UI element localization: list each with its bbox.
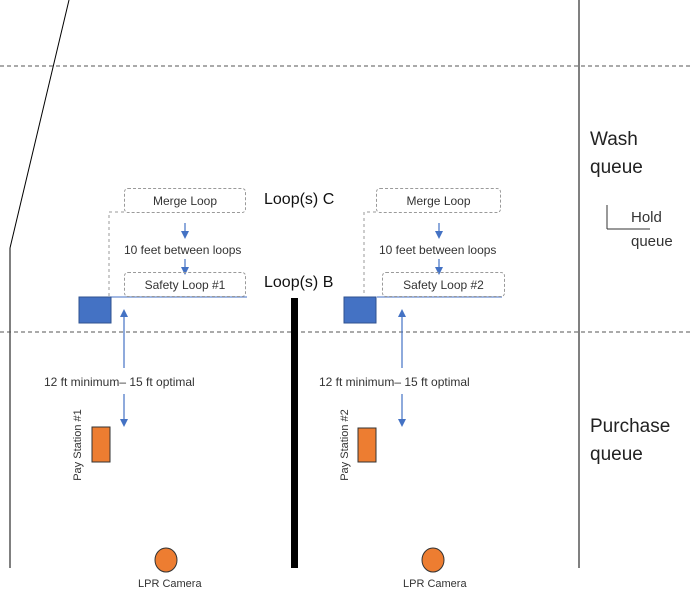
lane2-merge-loop-label: Merge Loop <box>406 193 471 208</box>
lane2-safety-loop-box: Safety Loop #2 <box>382 272 505 297</box>
lane1-safety-loop-label: Safety Loop #1 <box>144 277 226 292</box>
loop-c-label: Loop(s) C <box>264 191 335 208</box>
lane2-pay-station <box>357 427 377 463</box>
lane2-lpr-camera <box>421 547 445 573</box>
lane1-distance-label: 12 ft minimum– 15 ft optimal <box>44 375 195 389</box>
lane2-merge-loop-box: Merge Loop <box>376 188 501 213</box>
hold-queue-label: Hold queue <box>631 209 673 250</box>
lane2-distance-label: 12 ft minimum– 15 ft optimal <box>319 375 470 389</box>
lane1-lpr-camera <box>154 547 178 573</box>
lane2-camera-label: LPR Camera <box>403 578 467 590</box>
lane-divider <box>291 298 298 568</box>
lane1-camera-label: LPR Camera <box>138 578 202 590</box>
lane1-loop-spacing-label: 10 feet between loops <box>124 243 242 257</box>
purchase-queue-label: Purchase queue <box>590 416 671 465</box>
lane1-connector-dashed <box>108 211 124 296</box>
lane2-loop-sensor <box>343 296 377 324</box>
lane2-pay-station-label: Pay Station #2 <box>339 409 351 481</box>
lane1-pay-station <box>91 426 111 463</box>
lane1-pay-station-label: Pay Station #1 <box>72 409 84 481</box>
lane1-merge-loop-box: Merge Loop <box>124 188 246 213</box>
lane1-loop-sensor <box>78 296 112 324</box>
wash-queue-label: Wash queue <box>590 129 643 178</box>
lane2-safety-loop-label: Safety Loop #2 <box>403 277 484 292</box>
lane1-safety-loop-box: Safety Loop #1 <box>124 272 246 297</box>
lane2-connector-dashed <box>363 211 376 296</box>
lane2-loop-spacing-label: 10 feet between loops <box>379 243 497 257</box>
loop-b-label: Loop(s) B <box>264 274 334 291</box>
left-boundary-line <box>9 0 70 249</box>
lane1-merge-loop-label: Merge Loop <box>152 193 218 208</box>
